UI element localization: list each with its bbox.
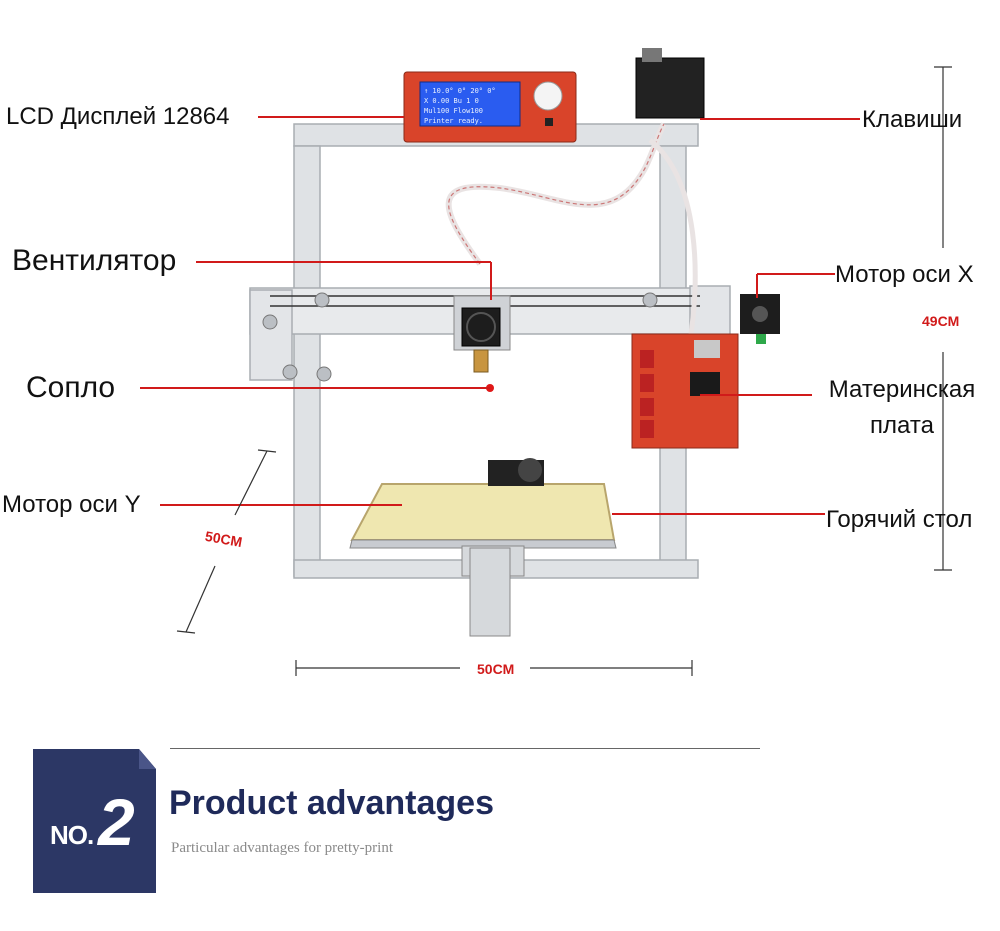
- y-axis-rail: [469, 547, 511, 637]
- callout-mainboard-line2: плата: [870, 412, 934, 439]
- section-subtitle: Particular advantages for pretty-print: [171, 840, 393, 856]
- callout-lines: [140, 116, 860, 515]
- rotary-knob: [533, 81, 563, 111]
- callout-nozzle: Сопло: [26, 371, 116, 404]
- x-axis-motor: [740, 294, 780, 344]
- mainboard: [631, 333, 739, 449]
- dimension-width: 50CM: [477, 661, 515, 677]
- reset-button: [545, 118, 553, 126]
- lcd-line-3: Mul100 Flow100: [424, 107, 483, 115]
- lcd-controller: ↑ 10.0° 0° 20° 0° X 0.00 Bu 1 0 Mul100 F…: [403, 71, 577, 143]
- printer-illustration: ↑ 10.0° 0° 20° 0° X 0.00 Bu 1 0 Mul100 F…: [140, 48, 952, 676]
- callout-mainboard-line1: Материнская: [828, 376, 976, 403]
- section-divider: [170, 748, 760, 749]
- callout-keys: Клавиши: [862, 106, 963, 133]
- lcd-line-1: ↑ 10.0° 0° 20° 0°: [424, 87, 496, 95]
- lcd-line-2: X 0.00 Bu 1 0: [424, 97, 479, 105]
- y-axis-motor: [488, 458, 544, 486]
- lcd-line-4: Printer ready.: [424, 117, 483, 125]
- dimension-height: 49CM: [922, 313, 960, 329]
- callout-fan: Вентилятор: [12, 244, 177, 277]
- badge-no-label: NO.: [50, 820, 94, 850]
- callout-motor-x: Мотор оси X: [835, 261, 974, 288]
- callout-motor-y: Мотор оси Y: [2, 491, 141, 518]
- callout-lcd-display: LCD Дисплей 12864: [6, 103, 230, 130]
- section-badge: [33, 749, 156, 893]
- dimension-lines: [176, 66, 952, 676]
- section-title: Product advantages: [169, 784, 494, 822]
- callout-hotbed: Горячий стол: [826, 506, 973, 533]
- print-head: [453, 295, 511, 392]
- extruder-motor: [635, 48, 705, 119]
- callout-mainboard: Материнская плата: [814, 376, 990, 440]
- badge-number: 2: [98, 785, 135, 859]
